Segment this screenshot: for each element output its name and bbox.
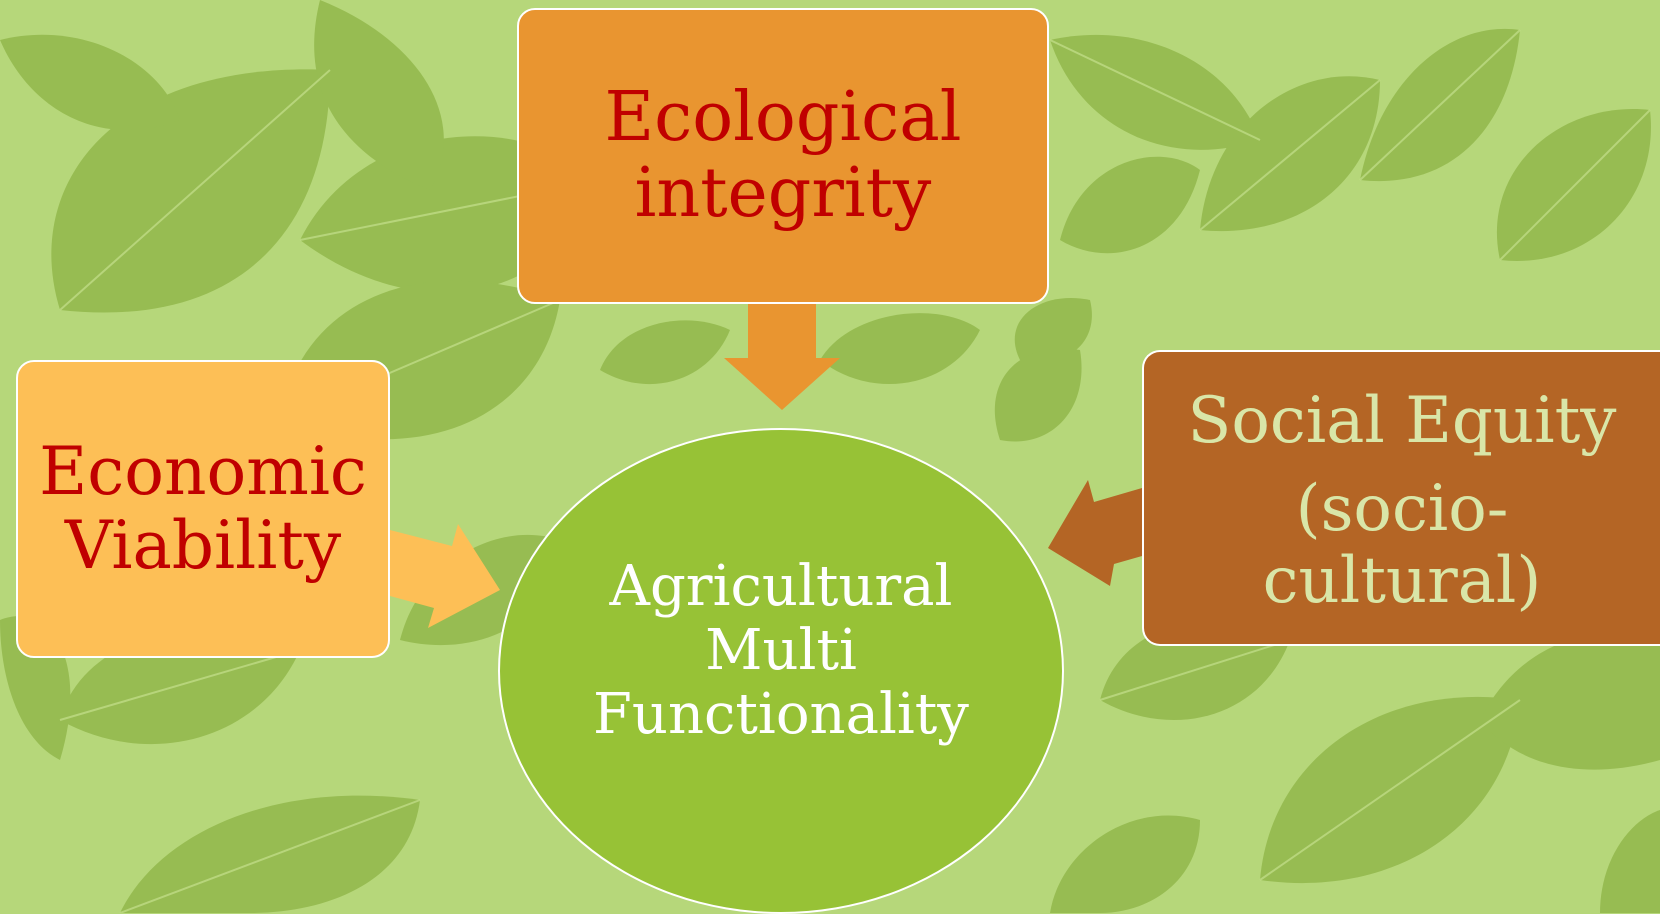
ecological-line-1: Ecological — [604, 77, 962, 157]
agricultural-multifunctionality-circle: Agricultural Multi Functionality — [498, 428, 1064, 914]
leaf-decoration — [0, 34, 180, 131]
ecological-line-2: integrity — [634, 154, 932, 233]
economic-line-1: Economic — [39, 433, 367, 511]
leaf-decoration — [1050, 815, 1200, 913]
social-line-1: Social Equity — [1187, 384, 1617, 459]
leaf-decoration — [994, 348, 1082, 442]
leaf-decoration — [1014, 298, 1092, 362]
center-line-1: Agricultural — [609, 554, 953, 620]
social-line-3: cultural) — [1262, 543, 1542, 618]
center-line-2: Multi — [705, 618, 857, 684]
leaf-decoration — [820, 313, 980, 384]
leaf-decoration — [120, 795, 420, 913]
social-line-2: (socio- — [1295, 472, 1509, 547]
leaf-decoration — [51, 69, 330, 313]
leaf-decoration — [1050, 34, 1260, 150]
leaf-decoration — [1480, 632, 1660, 770]
leaf-decoration — [1060, 156, 1200, 254]
leaf-decoration — [1600, 810, 1660, 913]
economic-line-2: Viability — [64, 507, 342, 584]
social-equity-box: Social Equity (socio- cultural) — [1142, 350, 1660, 646]
center-line-3: Functionality — [593, 681, 969, 747]
leaf-decoration — [600, 320, 730, 385]
economic-viability-box: Economic Viability — [16, 360, 390, 658]
leaf-decoration — [314, 0, 444, 190]
ecological-integrity-box: Ecological integrity — [517, 8, 1049, 304]
